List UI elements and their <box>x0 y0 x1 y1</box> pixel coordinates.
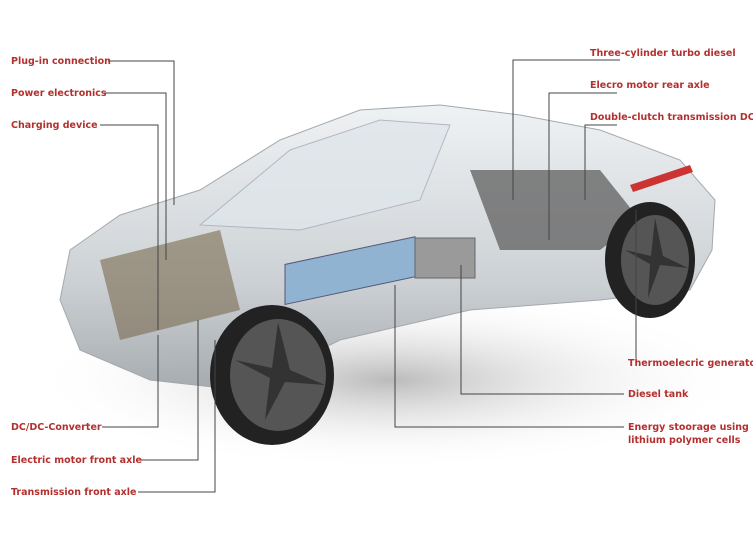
label-diesel-tank: Diesel tank <box>628 389 689 400</box>
leader-lines <box>100 59 637 493</box>
label-electro-motor-rear-axle: Elecro motor rear axle <box>590 80 710 91</box>
front-wheel <box>210 305 334 445</box>
label-three-cylinder-turbo-diesel: Three-cylinder turbo diesel <box>590 48 736 59</box>
label-plug-in-connection: Plug-in connection <box>11 56 111 67</box>
rear-wheel <box>605 202 695 318</box>
windshield <box>198 119 451 231</box>
label-thermoelectric-generator: Thermoelecric generator <box>628 358 753 369</box>
front-electronics <box>100 230 240 340</box>
label-power-electronics: Power electronics <box>11 88 107 99</box>
label-energy-storage-line2: lithium polymer cells <box>628 435 741 446</box>
label-double-clutch-transmission: Double-clutch transmission DCT <box>590 112 753 123</box>
rear-exhaust <box>630 165 693 192</box>
label-dcdc-converter: DC/DC-Converter <box>11 422 102 433</box>
label-charging-device: Charging device <box>11 120 98 131</box>
label-energy-storage-line1: Energy stoorage using <box>628 422 749 433</box>
label-electric-motor-front-axle: Electric motor front axle <box>11 455 142 466</box>
diesel-tank-shape <box>414 237 476 279</box>
label-transmission-front-axle: Transmission front axle <box>11 487 137 498</box>
